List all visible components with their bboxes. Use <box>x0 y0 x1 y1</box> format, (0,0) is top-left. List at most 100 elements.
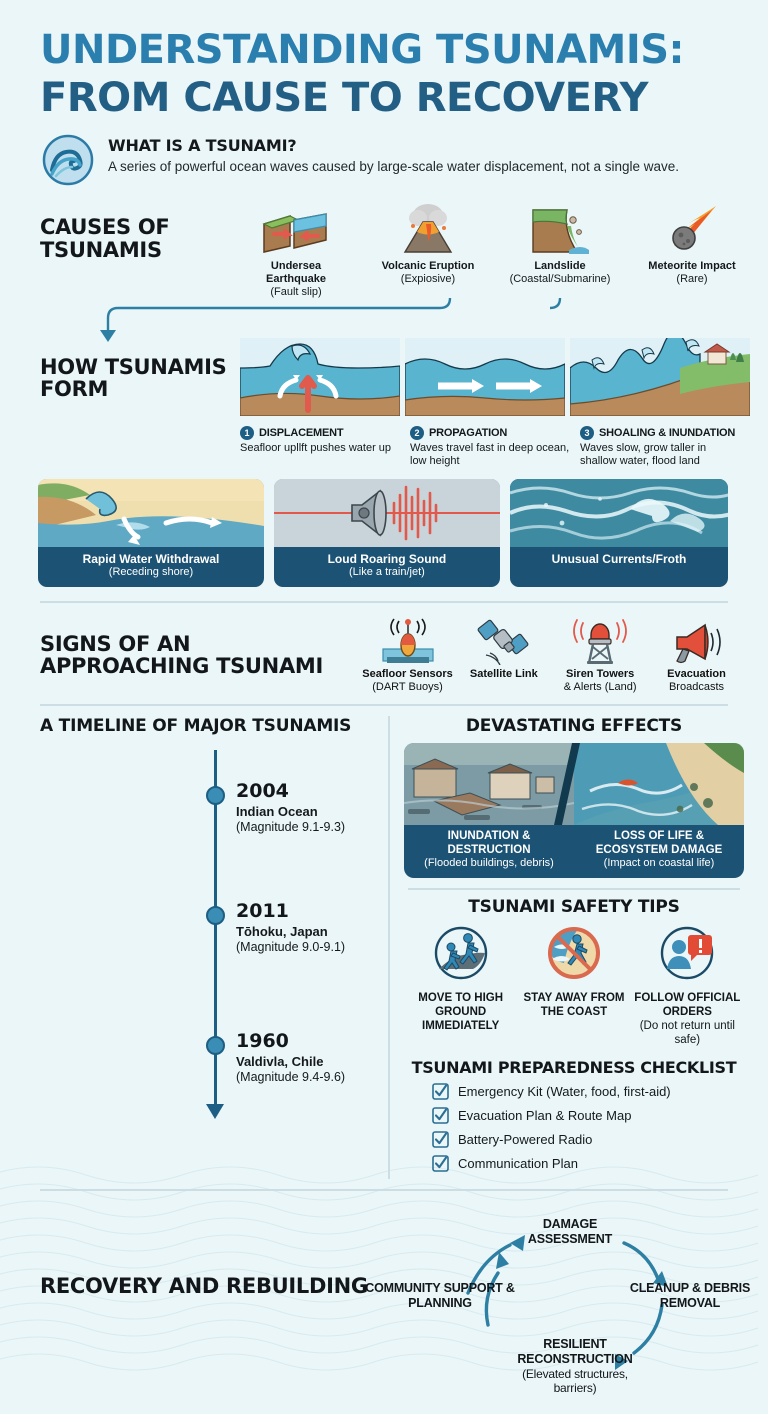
step-desc: Waves travel fast in deep ocean, low hei… <box>410 441 570 468</box>
people-running-uphill-icon <box>434 926 487 980</box>
warning-card-sub: (Like a train/jet) <box>349 566 425 579</box>
effect-panel-inundation: INUNDATION & DESTRUCTION (Flooded buildi… <box>404 825 574 878</box>
safety-heading: TSUNAMI SAFETY TIPS <box>468 897 680 918</box>
cycle-node-damage-assessment: DAMAGE ASSESSMENT <box>500 1217 640 1247</box>
signs-section: SIGNS OF AN APPROACHING TSUNAMI <box>0 603 768 704</box>
step-desc: Seafloor upllft pushes water up <box>240 441 392 454</box>
cycle-node-community-support: COMMUNITY SUPPORT & PLANNING <box>360 1281 520 1311</box>
warning-card-withdrawal: Rapid Water Withdrawal (Receding shore) <box>38 479 264 587</box>
wave-formation-diagram <box>240 337 750 416</box>
warning-card-currents: Unusual Currents/Froth <box>509 479 729 587</box>
checkbox-checked-icon[interactable] <box>432 1107 449 1125</box>
effect-sub: (Impact on coastal life) <box>603 857 715 870</box>
step-name: DISPLACEMENT <box>259 426 344 439</box>
checklist-label: Communication Plan <box>458 1156 578 1172</box>
step-displacement: 1 DISPLACEMENT Seafloor upllft pushes wa… <box>240 425 410 470</box>
safety-tip-sub: (Do not return until safe) <box>639 1019 735 1046</box>
checklist-items: Emergency Kit (Water, food, first-aid) E… <box>404 1083 744 1173</box>
sign-item-megaphone: Evacuation Broadcasts <box>649 617 744 694</box>
how-form-heading: HOW TSUNAMIS FORM <box>40 354 227 402</box>
effect-title: LOSS OF LIFE & ECOSYSTEM DAMAGE <box>595 830 723 856</box>
cause-item-volcano: Volcanic Eruption (Expiosive) <box>372 202 484 300</box>
safety-tip-label: FOLLOW OFFICIAL ORDERS <box>634 992 741 1018</box>
timeline-year: 2004 <box>236 780 289 803</box>
timeline-arrow-icon <box>206 1104 224 1120</box>
choppy-water-art <box>509 479 729 548</box>
checklist-label: Emergency Kit (Water, food, first-aid) <box>458 1084 671 1100</box>
warning-card-title: Rapid Water Withdrawal <box>82 552 220 567</box>
cycle-label: COMMUNITY SUPPORT & PLANNING <box>365 1281 515 1311</box>
sign-sub: Broadcasts <box>668 680 724 693</box>
intro-body: A series of powerful ocean waves caused … <box>108 159 680 174</box>
sign-label: Evacuation <box>667 667 726 680</box>
checklist-item[interactable]: Emergency Kit (Water, food, first-aid) <box>432 1083 744 1101</box>
warning-card-sub: (Receding shore) <box>108 566 194 579</box>
cause-item-earthquake: Undersea Earthquake (Fault slip) <box>240 202 352 300</box>
effect-sub: (Flooded buildings, debris) <box>424 857 554 870</box>
timeline-year: 2011 <box>236 900 289 923</box>
sign-item-dart-buoy: Seafloor Sensors (DART Buoys) <box>360 617 455 694</box>
timeline-axis: 2004 Indian Ocean (Magnitude 9.1-9.3) 20… <box>40 744 374 1139</box>
timeline-magnitude: (Magnitude 9.4-9.6) <box>236 1070 346 1085</box>
cause-label: Landslide <box>534 260 586 272</box>
timeline-heading: A TIMELINE OF MAJOR TSUNAMIS <box>40 716 352 737</box>
timeline-place: Indian Ocean <box>236 804 318 820</box>
step-number: 2 <box>410 425 424 440</box>
causes-section: CAUSES OF TSUNAMIS Undersea Earthquake (… <box>0 186 768 300</box>
safety-tip-label: MOVE TO HIGH GROUND IMMEDIATELY <box>418 992 504 1032</box>
checklist-item[interactable]: Battery-Powered Radio <box>432 1131 744 1149</box>
page-title: UNDERSTANDING TSUNAMIS: FROM CAUSE TO RE… <box>0 0 768 118</box>
checkbox-checked-icon[interactable] <box>432 1155 449 1173</box>
how-form-steps: 1 DISPLACEMENT Seafloor upllft pushes wa… <box>240 425 750 470</box>
timeline-column: A TIMELINE OF MAJOR TSUNAMIS 2004 Indian… <box>40 716 390 1180</box>
sign-item-siren: Siren Towers & Alerts (Land) <box>553 617 648 694</box>
checklist-item[interactable]: Communication Plan <box>432 1155 744 1173</box>
sign-item-satellite: Satellite Link <box>456 617 551 694</box>
how-form-section: HOW TSUNAMIS FORM <box>0 337 768 470</box>
timeline-dot <box>206 786 225 806</box>
safety-tip-stay-away: STAY AWAY FROM THE COAST <box>517 925 630 1047</box>
sign-label: Satellite Link <box>469 667 538 680</box>
safety-tip-label: STAY AWAY FROM THE COAST <box>523 992 625 1018</box>
timeline-magnitude: (Magnitude 9.0-9.1) <box>236 940 346 955</box>
cause-label: Meteorite Impact <box>648 260 736 272</box>
volcano-icon <box>372 202 484 256</box>
step-desc: Waves slow, grow taller in shallow water… <box>580 441 707 468</box>
timeline-event-1960: 1960 Valdivla, Chile (Magnitude 9.4-9.6) <box>206 1032 345 1084</box>
causes-list: Undersea Earthquake (Fault slip) <box>240 202 748 300</box>
timeline-dot <box>206 1036 225 1056</box>
cycle-label: DAMAGE ASSESSMENT <box>527 1217 613 1247</box>
effects-heading: DEVASTATING EFFECTS <box>465 716 683 737</box>
cycle-node-reconstruction: RESILIENT RECONSTRUCTION (Elevated struc… <box>500 1337 650 1395</box>
cycle-label: RESILIENT RECONSTRUCTION <box>517 1337 633 1367</box>
safety-tips-list: MOVE TO HIGH GROUND IMMEDIATELY <box>404 925 744 1047</box>
megaphone-icon <box>649 617 744 665</box>
safety-tip-follow-orders: FOLLOW OFFICIAL ORDERS (Do not return un… <box>631 925 744 1047</box>
checkbox-checked-icon[interactable] <box>432 1083 449 1101</box>
fault-block-icon <box>240 202 352 256</box>
checklist-item[interactable]: Evacuation Plan & Route Map <box>432 1107 744 1125</box>
satellite-icon <box>456 617 551 665</box>
step-number: 3 <box>580 425 594 440</box>
step-shoaling: 3 SHOALING & INUNDATION Waves slow, grow… <box>580 425 750 470</box>
signs-list: Seafloor Sensors (DART Buoys) <box>360 617 744 694</box>
step-propagation: 2 PROPAGATION Waves travel fast in deep … <box>410 425 580 470</box>
sign-label: Seafloor Sensors <box>362 667 453 680</box>
timeline-year: 1960 <box>236 1030 289 1053</box>
recovery-section: RECOVERY AND REBUILDING DAMAGE ASSESSMEN… <box>0 1191 768 1414</box>
siren-tower-icon <box>553 617 648 665</box>
sign-label: Siren Towers <box>566 667 635 680</box>
effects-artwork <box>404 743 744 826</box>
effect-title: INUNDATION & DESTRUCTION <box>447 830 531 856</box>
timeline-magnitude: (Magnitude 9.1-9.3) <box>236 820 346 835</box>
warning-card-title: Unusual Currents/Froth <box>551 552 687 567</box>
effects-safety-column: DEVASTATING EFFECTS <box>404 716 744 1179</box>
effect-panel-loss-of-life: LOSS OF LIFE & ECOSYSTEM DAMAGE (Impact … <box>574 825 744 878</box>
timeline-event-2004: 2004 Indian Ocean (Magnitude 9.1-9.3) <box>206 782 345 834</box>
warning-card-title: Loud Roaring Sound <box>327 552 447 567</box>
causes-heading: CAUSES OF TSUNAMIS <box>40 215 170 262</box>
step-name: PROPAGATION <box>429 426 508 439</box>
checklist-heading: TSUNAMI PREPAREDNESS CHECKLIST <box>411 1058 737 1078</box>
checkbox-checked-icon[interactable] <box>432 1131 449 1149</box>
loudspeaker-art <box>273 479 500 548</box>
